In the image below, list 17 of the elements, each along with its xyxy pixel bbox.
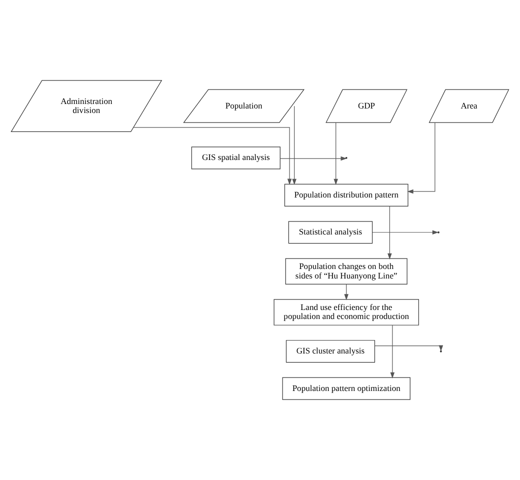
arrow [388,206,392,260]
arrow [372,230,438,234]
arrow [133,127,292,185]
arrow [334,122,338,185]
node-box: GIS spatial analysis [191,146,280,170]
arrow [390,324,395,378]
arrow [374,345,444,352]
node-box: Population changes on both sides of “Hu Huanyong Line” [285,258,408,285]
arrow [344,284,348,300]
node-box: Land use efficiency for the population and economic production [274,299,419,326]
node-box: Statistical analysis [288,221,373,244]
node-box: Population pattern optimization [282,377,410,400]
node-box: GIS cluster analysis [286,340,376,363]
node-box: Population distribution pattern [284,184,408,206]
arrow [407,122,436,194]
arrow [292,106,296,185]
arrow [280,156,347,161]
